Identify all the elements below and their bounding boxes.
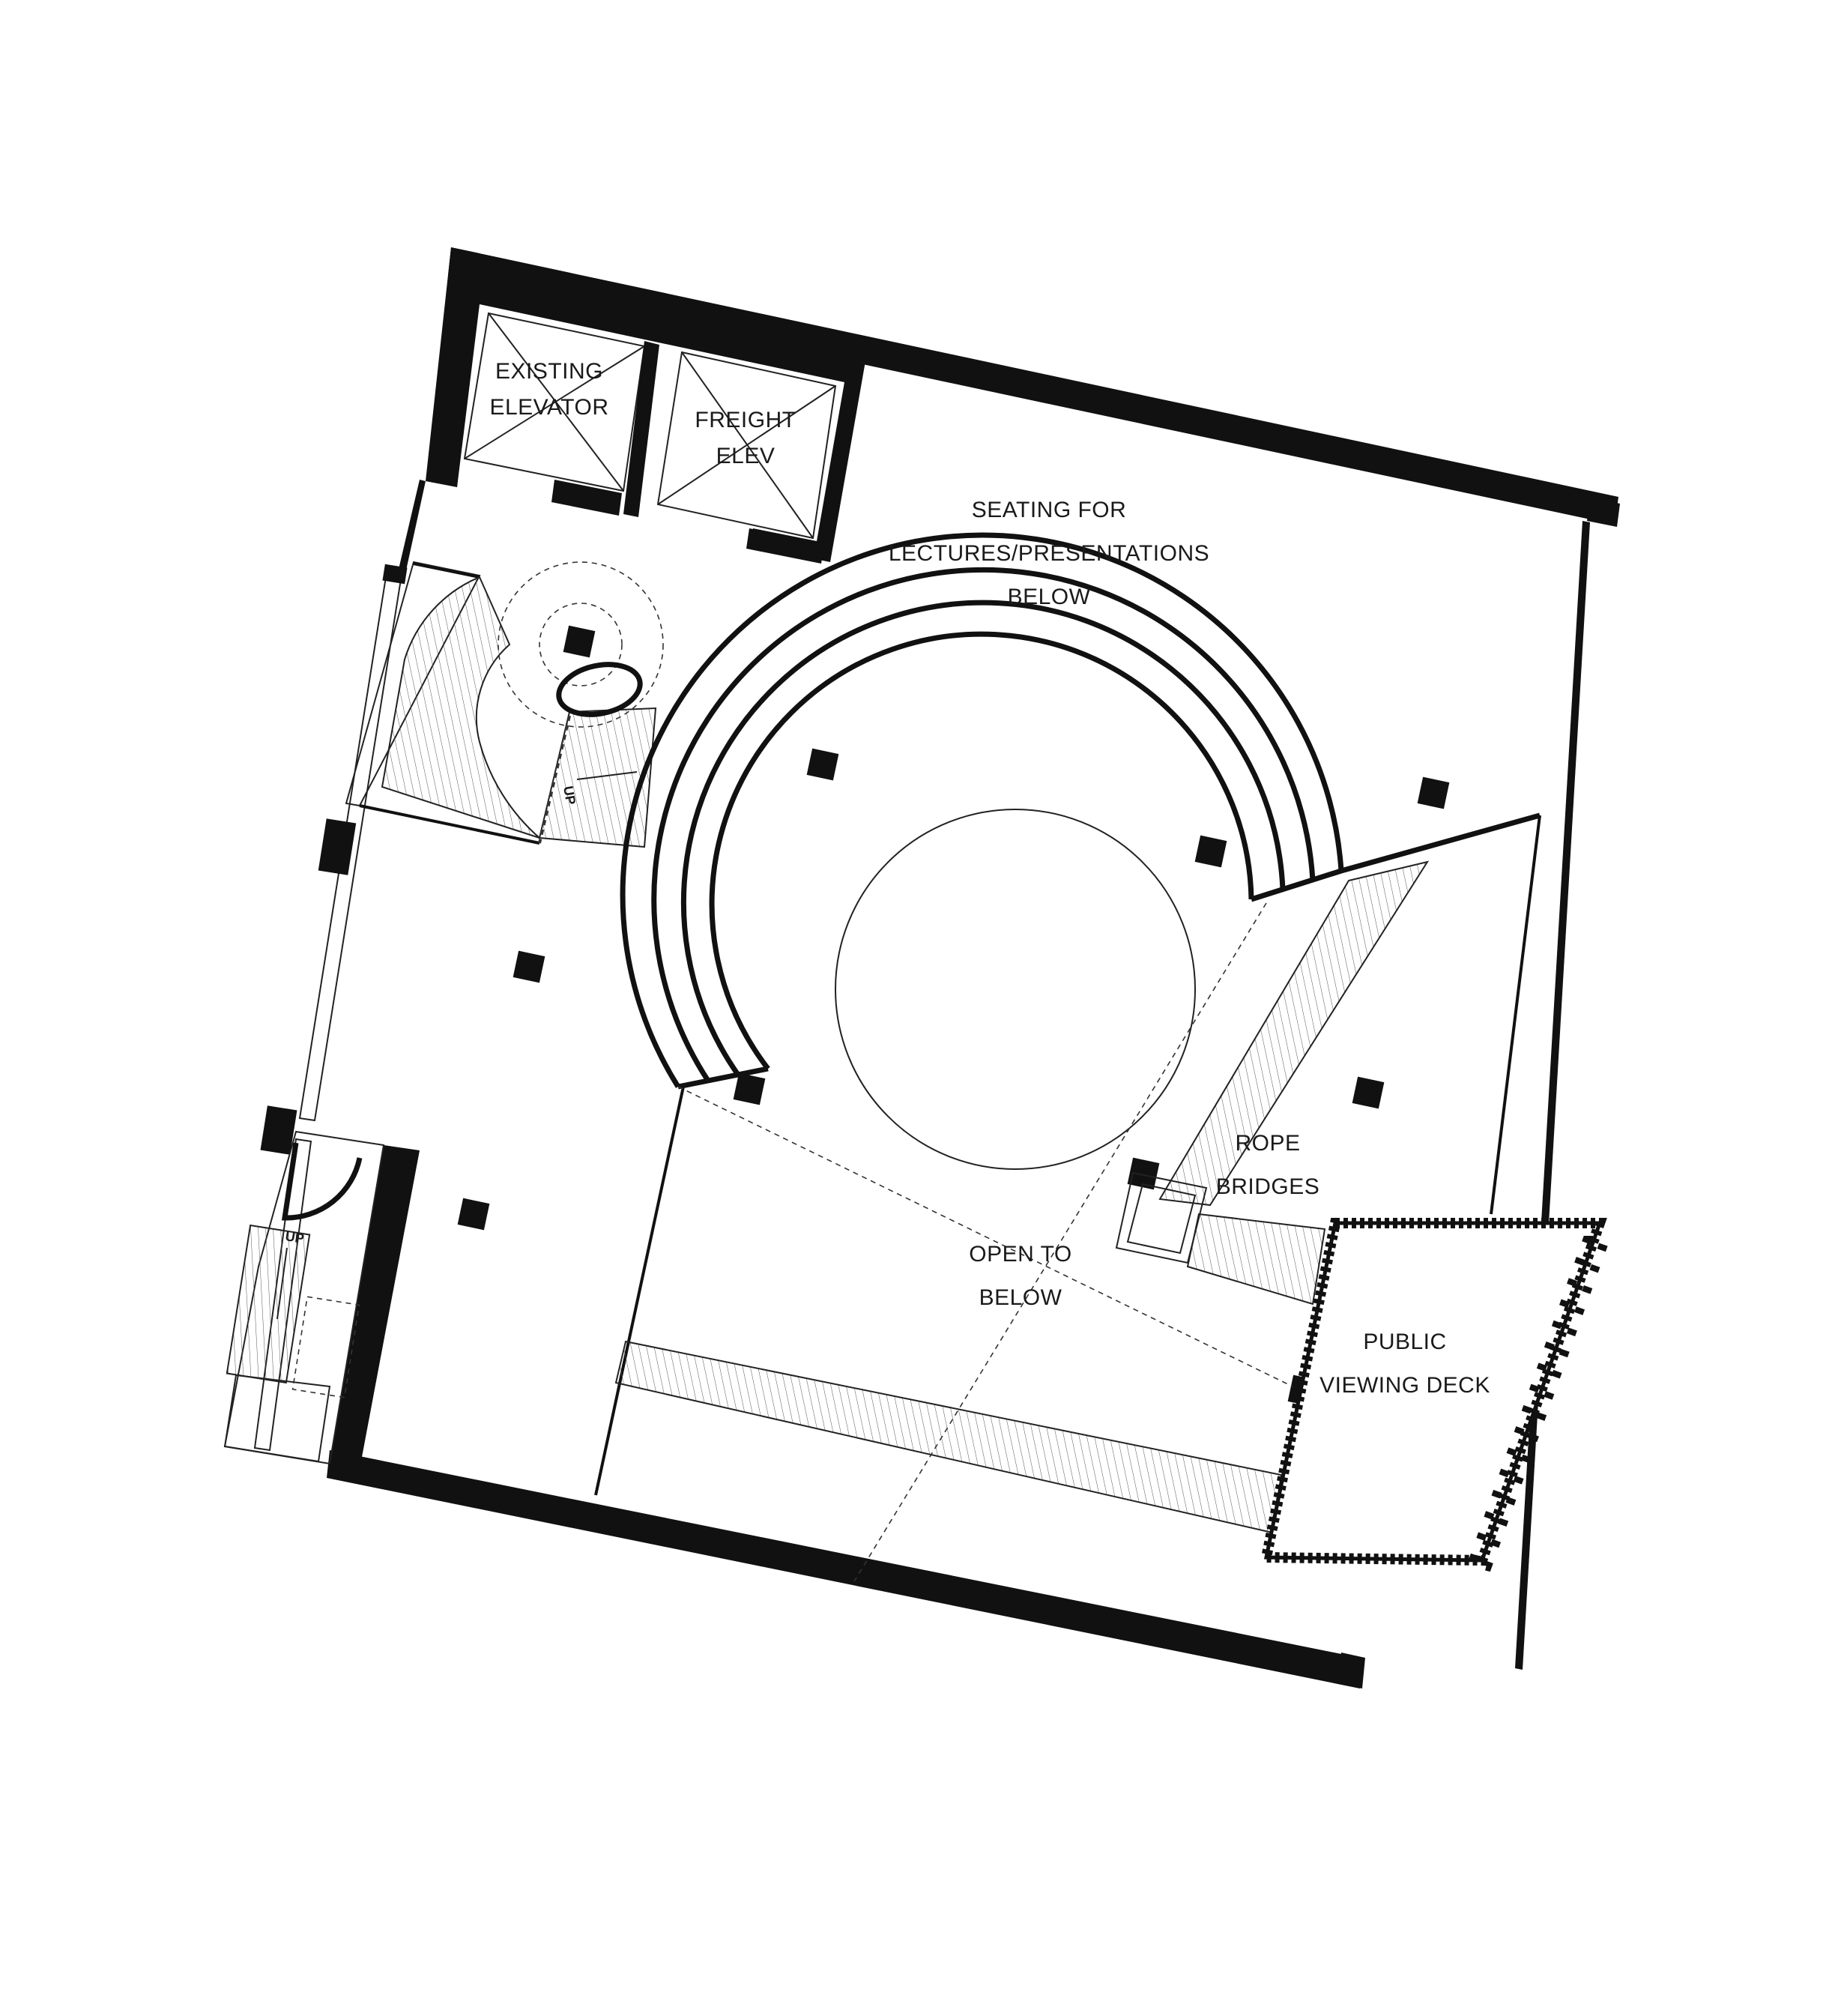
elevator-core-wall bbox=[429, 274, 865, 562]
label-open-to-below-2: BELOW bbox=[979, 1285, 1062, 1310]
column bbox=[513, 950, 545, 983]
label-viewing-deck-1: PUBLIC bbox=[1363, 1330, 1446, 1354]
stair-wall bbox=[359, 804, 540, 845]
building-shell bbox=[223, 247, 1620, 1688]
stair-up-label: UP bbox=[284, 1228, 305, 1246]
label-rope-bridges-2: BRIDGES bbox=[1216, 1174, 1320, 1199]
freight-cross-line bbox=[657, 385, 836, 505]
central-void-circle bbox=[835, 809, 1196, 1170]
column bbox=[733, 1072, 766, 1105]
label-existing-elevator-1: EXISTING bbox=[495, 359, 603, 384]
exterior-wall-right bbox=[1515, 521, 1590, 1670]
seating-tier-outer bbox=[620, 532, 1344, 1088]
exterior-wall-left-upper bbox=[397, 480, 426, 577]
stair-landing bbox=[223, 1374, 331, 1463]
column bbox=[457, 1198, 490, 1231]
stair-enclosure-wall bbox=[330, 1145, 420, 1469]
label-seating-2: LECTURES/PRESENTATIONS bbox=[889, 541, 1209, 566]
freight-door-jamb bbox=[746, 528, 824, 564]
bridge-landing-inner bbox=[1126, 1183, 1197, 1255]
public-viewing-deck bbox=[1260, 1218, 1612, 1572]
label-freight-elev-2: ELEV bbox=[716, 444, 776, 468]
spiral-up-label: UP bbox=[560, 785, 578, 806]
rope-bridges bbox=[614, 812, 1541, 1582]
viewing-deck-railing bbox=[1260, 1218, 1607, 1566]
column bbox=[1194, 835, 1227, 868]
corner-post-bottom-right bbox=[1338, 1653, 1365, 1688]
up-arrow-lower bbox=[276, 1247, 288, 1320]
open-below-diagonal bbox=[677, 1086, 1293, 1387]
elevator-door-jamb bbox=[551, 480, 622, 516]
stair-run-above bbox=[291, 1296, 360, 1398]
label-rope-bridges-1: ROPE bbox=[1235, 1131, 1300, 1156]
stair-run bbox=[226, 1224, 311, 1384]
label-freight-elev-1: FREIGHT bbox=[695, 408, 796, 432]
column bbox=[1127, 1157, 1160, 1190]
stair-landing-oval bbox=[556, 662, 643, 717]
stair-center-dash-inner bbox=[539, 603, 623, 686]
label-viewing-deck-2: VIEWING DECK bbox=[1319, 1373, 1490, 1398]
lecture-seating bbox=[620, 532, 1344, 1170]
wall-pier bbox=[260, 1105, 297, 1155]
open-area-edge-right bbox=[1490, 815, 1541, 1215]
stair-center-dash bbox=[498, 561, 664, 728]
seating-tier-2 bbox=[651, 567, 1316, 1082]
seating-end-cap bbox=[1250, 868, 1343, 902]
bridge-landing bbox=[1115, 1171, 1208, 1264]
seating-tier-inner bbox=[709, 631, 1254, 1071]
columns bbox=[457, 748, 1450, 1407]
core-divider-wall bbox=[623, 341, 659, 517]
stair-wall bbox=[413, 562, 480, 579]
open-area-edge-left bbox=[594, 1086, 685, 1496]
exterior-wall-top bbox=[448, 247, 1618, 525]
column bbox=[1417, 776, 1450, 809]
label-seating-1: SEATING FOR bbox=[972, 498, 1127, 522]
column bbox=[1352, 1076, 1385, 1109]
label-open-to-below-1: OPEN TO bbox=[969, 1242, 1071, 1267]
elevator-cross-line bbox=[464, 345, 645, 459]
seating-end-cap bbox=[677, 1066, 769, 1090]
column bbox=[563, 625, 596, 658]
spiral-stair: UP bbox=[345, 561, 664, 848]
wall-pier bbox=[382, 564, 408, 585]
spiral-stair-treads bbox=[381, 576, 540, 839]
corner-post-top-right bbox=[1587, 497, 1620, 527]
door-swing bbox=[281, 1142, 363, 1221]
viewing-deck-railing-inner bbox=[1466, 1236, 1612, 1572]
rope-bridge-diagonal bbox=[1158, 860, 1430, 1207]
label-existing-elevator-2: ELEVATOR bbox=[489, 395, 608, 420]
seating-tier-3 bbox=[680, 600, 1286, 1077]
up-arrow bbox=[576, 771, 638, 780]
label-seating-3: BELOW bbox=[1008, 585, 1091, 609]
seating-to-bridge-wall bbox=[1340, 812, 1541, 874]
rope-bridge-to-deck bbox=[1186, 1213, 1326, 1306]
rope-bridge-long bbox=[614, 1340, 1283, 1534]
exterior-wall-bottom bbox=[327, 1450, 1364, 1688]
elevator-core bbox=[429, 274, 865, 564]
stair-break-line bbox=[538, 715, 571, 844]
room-labels: EXISTING ELEVATOR FREIGHT ELEV SEATING F… bbox=[489, 359, 1490, 1398]
wall-pier bbox=[318, 818, 357, 875]
lower-left-stair: UP bbox=[226, 1142, 363, 1398]
column bbox=[806, 748, 839, 781]
